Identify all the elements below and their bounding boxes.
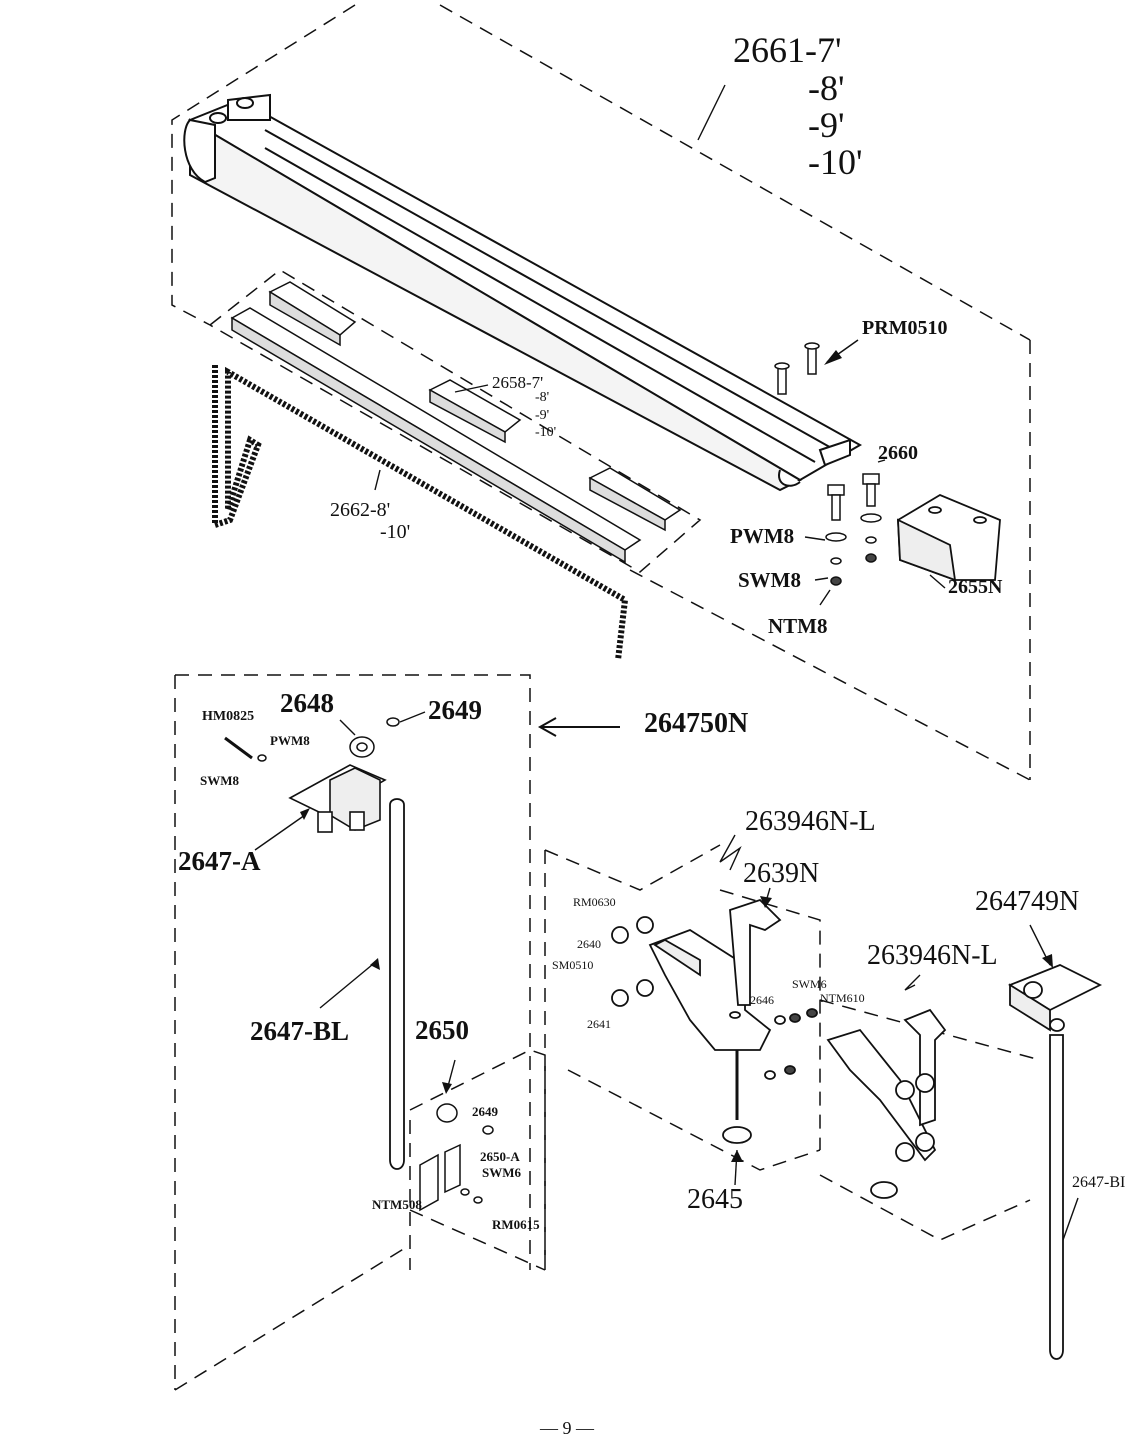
label-263946n-l-top: 263946N-L — [745, 808, 876, 836]
label-2655n: 2655N — [948, 577, 1002, 597]
label-2648: 2648 — [280, 690, 334, 717]
end-cap-2655n — [898, 495, 1000, 580]
bracket-2639n — [612, 900, 817, 1143]
page-number: — 9 — — [0, 1418, 1134, 1439]
label-2647-bl: 2647-BL — [250, 1018, 349, 1045]
rod-2647-bl — [390, 799, 404, 1169]
label-2647-a: 2647-A — [178, 848, 261, 875]
prm0510-arrowhead — [824, 350, 842, 365]
label-ntm8: NTM8 — [768, 616, 828, 637]
label-264750n: 264750N — [644, 710, 748, 738]
label-ntm610: NTM610 — [820, 992, 865, 1004]
label-sm0510: SM0510 — [552, 959, 593, 971]
label-pwm8: PWM8 — [730, 526, 794, 547]
label-2647-bl-right: 2647-BI — [1072, 1175, 1125, 1191]
label-2650: 2650 — [415, 1017, 469, 1044]
label-2658: 2658-7' — [492, 374, 543, 391]
label-swm6: SWM6 — [792, 978, 827, 990]
label-263946n-l-right: 263946N-L — [867, 942, 998, 970]
label-2658-9: -9' — [535, 409, 549, 423]
bolt-hm0825 — [225, 738, 266, 761]
label-2662: 2662-8' — [330, 500, 390, 520]
label-swm8: SWM8 — [738, 570, 801, 591]
arrowhead-2647bl — [370, 958, 380, 970]
label-2649-small: 2649 — [472, 1105, 498, 1118]
label-2662-10: -10' — [380, 522, 410, 542]
label-2660: 2660 — [878, 443, 918, 463]
label-swm6-small: SWM6 — [482, 1166, 521, 1179]
label-rm0630: RM0630 — [573, 896, 616, 908]
bracket-2647-a — [290, 765, 385, 832]
label-2661-10: -10' — [808, 144, 862, 180]
label-hm0825: HM0825 — [202, 710, 254, 724]
bracket-263946n-l-right — [828, 1010, 945, 1198]
label-264749n: 264749N — [975, 888, 1079, 916]
bolts-2660 — [826, 474, 881, 585]
arrowhead-264749n — [1042, 954, 1053, 968]
label-2645: 2645 — [687, 1186, 743, 1214]
label-2661: 2661-7' — [733, 32, 841, 68]
prm0510-screws — [775, 343, 819, 394]
bracket-264749n — [1010, 965, 1100, 1359]
label-ntm508: NTM508 — [372, 1198, 422, 1211]
label-2661-8: -8' — [808, 70, 844, 106]
label-2649: 2649 — [428, 697, 482, 724]
label-swm8-small: SWM8 — [200, 774, 239, 787]
label-2658-10: -10' — [535, 426, 556, 440]
arrowhead-2650 — [442, 1082, 452, 1094]
label-2650-a: 2650-A — [480, 1150, 520, 1163]
roller-2648 — [350, 718, 399, 757]
label-2661-9: -9' — [808, 107, 844, 143]
label-rm0615: RM0615 — [492, 1218, 540, 1231]
label-2641: 2641 — [587, 1018, 611, 1030]
label-2640: 2640 — [577, 938, 601, 950]
label-2658-8: -8' — [535, 391, 549, 405]
label-2639n: 2639N — [743, 860, 819, 888]
label-2646: 2646 — [750, 994, 774, 1006]
label-prm0510: PRM0510 — [862, 318, 948, 338]
label-pwm8-small: PWM8 — [270, 734, 310, 747]
